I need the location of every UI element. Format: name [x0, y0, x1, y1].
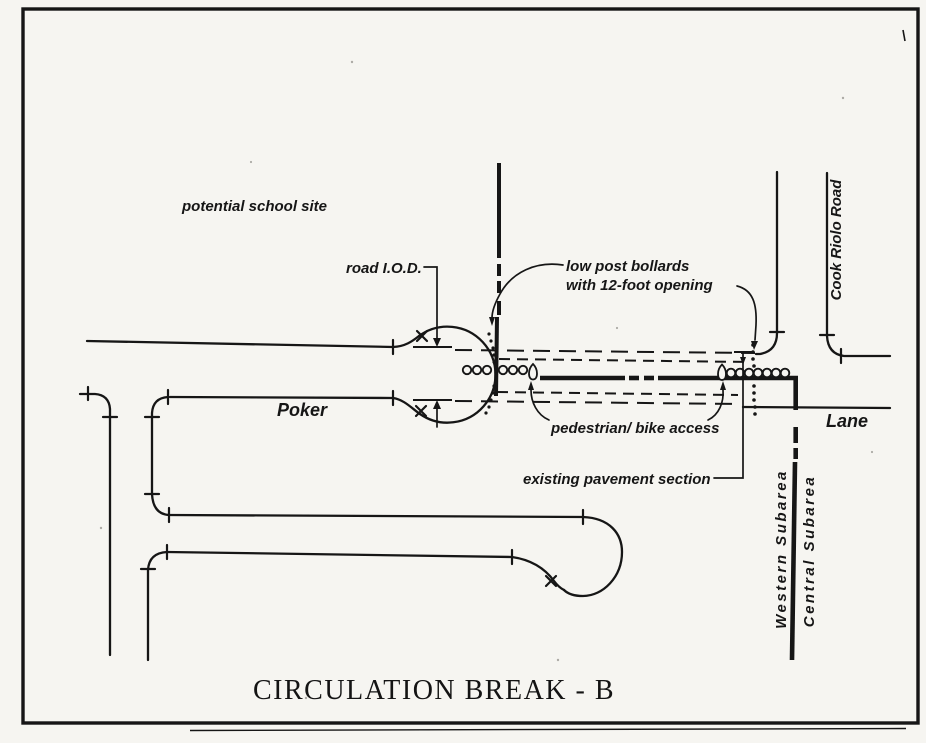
pavement-dashed-edge-4 [454, 400, 741, 405]
scan-specks [99, 60, 874, 700]
label-potential-school-site: potential school site [181, 198, 327, 215]
pavement-dashed-edge-2 [498, 358, 751, 363]
label-low-post-bollards-line2: with 12-foot opening [566, 277, 713, 294]
north-roadend-barrier-line [494, 163, 501, 397]
label-lane: Lane [826, 411, 868, 431]
bollard-row-right [725, 367, 791, 379]
frame-border-lower-line [189, 727, 907, 732]
left-street-west-edge [78, 392, 112, 657]
pavement-section-leader [713, 352, 744, 479]
label-cook-riolo-road: Cook Riolo Road [828, 179, 845, 301]
pavement-dashed-edge-1 [454, 349, 756, 354]
label-western-subarea: Western Subarea [773, 469, 790, 629]
label-road-iod: road I.O.D. [346, 260, 422, 277]
label-existing-pavement-section: existing pavement section [523, 471, 711, 488]
culdesac-bulb [417, 325, 497, 424]
frame-border [21, 7, 920, 725]
ped-access-leader-left [528, 381, 550, 421]
road-iod-dimension [413, 266, 452, 428]
label-pedestrian-bike-access: pedestrian/ bike access [550, 420, 719, 437]
pedestrian-opening-marker-right [717, 363, 727, 381]
label-low-post-bollards-line1: low post bollards [566, 258, 689, 275]
bollard-leader-left [489, 263, 564, 326]
label-central-subarea: Central Subarea [801, 475, 818, 628]
cook-riolo-west-edge [754, 170, 779, 356]
side-street-south-edge [165, 550, 566, 592]
ped-access-leader-right [707, 381, 726, 421]
diagram-title: CIRCULATION BREAK - B [253, 675, 615, 706]
barrier-path-line [540, 375, 798, 410]
label-poker: Poker [277, 400, 328, 420]
station-ticks [86, 329, 843, 588]
dotted-bulb-edge [484, 332, 496, 415]
left-street-east-edge [150, 395, 171, 517]
lane-south-edge-east [741, 405, 892, 410]
side-street-north-edge-and-loop [167, 513, 624, 598]
bollard-row-left [461, 364, 529, 376]
pavement-dashed-edge-3 [496, 391, 739, 396]
subarea-boundary-line [789, 427, 798, 661]
poker-lane-north-edge [85, 334, 421, 349]
scan-mark [902, 29, 906, 42]
pedestrian-opening-marker-left [528, 362, 538, 381]
bollard-leader-right [736, 285, 758, 350]
